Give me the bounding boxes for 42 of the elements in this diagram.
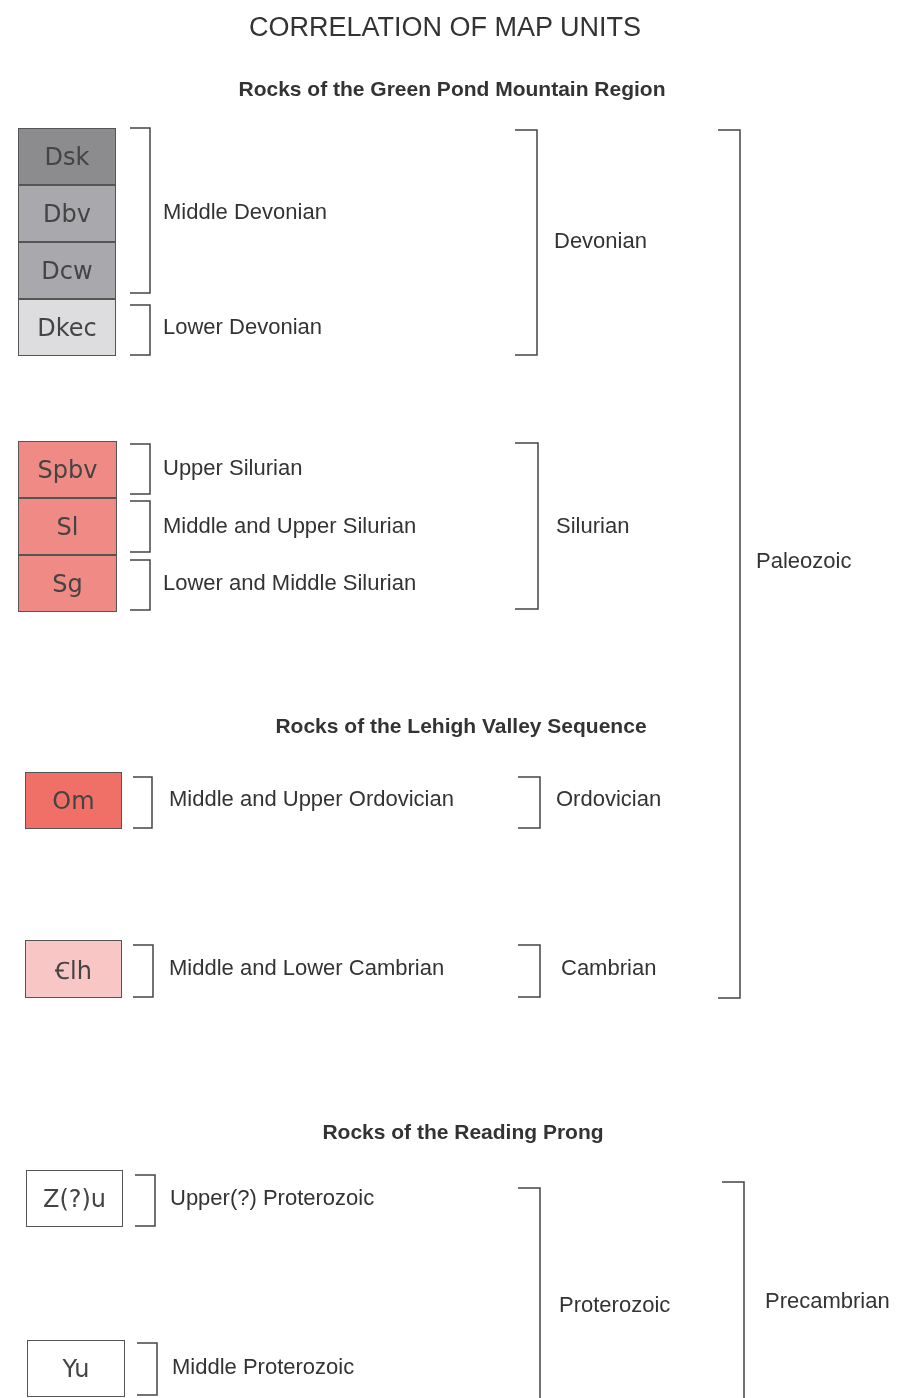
age-label: Proterozoic xyxy=(559,1292,671,1318)
map-unit-box xyxy=(27,1340,125,1397)
map-unit-box xyxy=(18,299,116,356)
age-label: Upper Silurian xyxy=(163,455,303,481)
unit-symbol: Sg xyxy=(52,569,83,598)
age-label: Upper(?) Proterozoic xyxy=(170,1185,375,1211)
unit-symbol: Sl xyxy=(56,512,79,541)
chart-title: CORRELATION OF MAP UNITS xyxy=(247,12,642,43)
unit-symbol: Dkec xyxy=(37,313,97,342)
unit-symbol: Om xyxy=(52,786,95,815)
age-label: Middle Proterozoic xyxy=(172,1354,355,1380)
age-label: Lower Devonian xyxy=(163,314,322,340)
section-heading: Rocks of the Reading Prong xyxy=(322,1120,604,1144)
age-label: Middle and Lower Cambrian xyxy=(169,955,445,981)
age-label: Cambrian xyxy=(561,955,657,981)
map-unit-box xyxy=(18,185,116,242)
age-label: Middle and Upper Ordovician xyxy=(169,786,454,812)
age-label: Paleozoic xyxy=(756,548,852,574)
age-label: Devonian xyxy=(554,228,647,254)
section-heading: Rocks of the Lehigh Valley Sequence xyxy=(275,714,647,738)
map-unit-box xyxy=(26,1170,123,1227)
unit-symbol: Dsk xyxy=(44,142,90,171)
unit-symbol: Dbv xyxy=(43,199,91,228)
unit-symbol: Spbv xyxy=(37,455,98,484)
age-label: Lower and Middle Silurian xyxy=(163,570,417,596)
age-label: Precambrian xyxy=(765,1288,890,1314)
unit-symbol: Ꞓlh xyxy=(55,955,92,986)
map-unit-box xyxy=(18,441,117,498)
section-heading: Rocks of the Green Pond Mountain Region xyxy=(238,77,666,101)
age-label: Ordovician xyxy=(556,786,662,812)
unit-symbol: Dcw xyxy=(41,256,93,285)
age-label: Silurian xyxy=(556,513,630,539)
map-unit-box xyxy=(18,555,117,612)
map-unit-box xyxy=(18,128,116,185)
map-unit-box xyxy=(18,498,117,555)
unit-symbol: Z(?)u xyxy=(42,1184,107,1213)
map-unit-box xyxy=(25,772,122,829)
age-label: Middle and Upper Silurian xyxy=(163,513,417,539)
map-unit-box xyxy=(25,940,122,998)
unit-symbol: Yu xyxy=(62,1354,90,1383)
map-unit-box xyxy=(18,242,116,299)
age-label: Middle Devonian xyxy=(163,199,327,225)
